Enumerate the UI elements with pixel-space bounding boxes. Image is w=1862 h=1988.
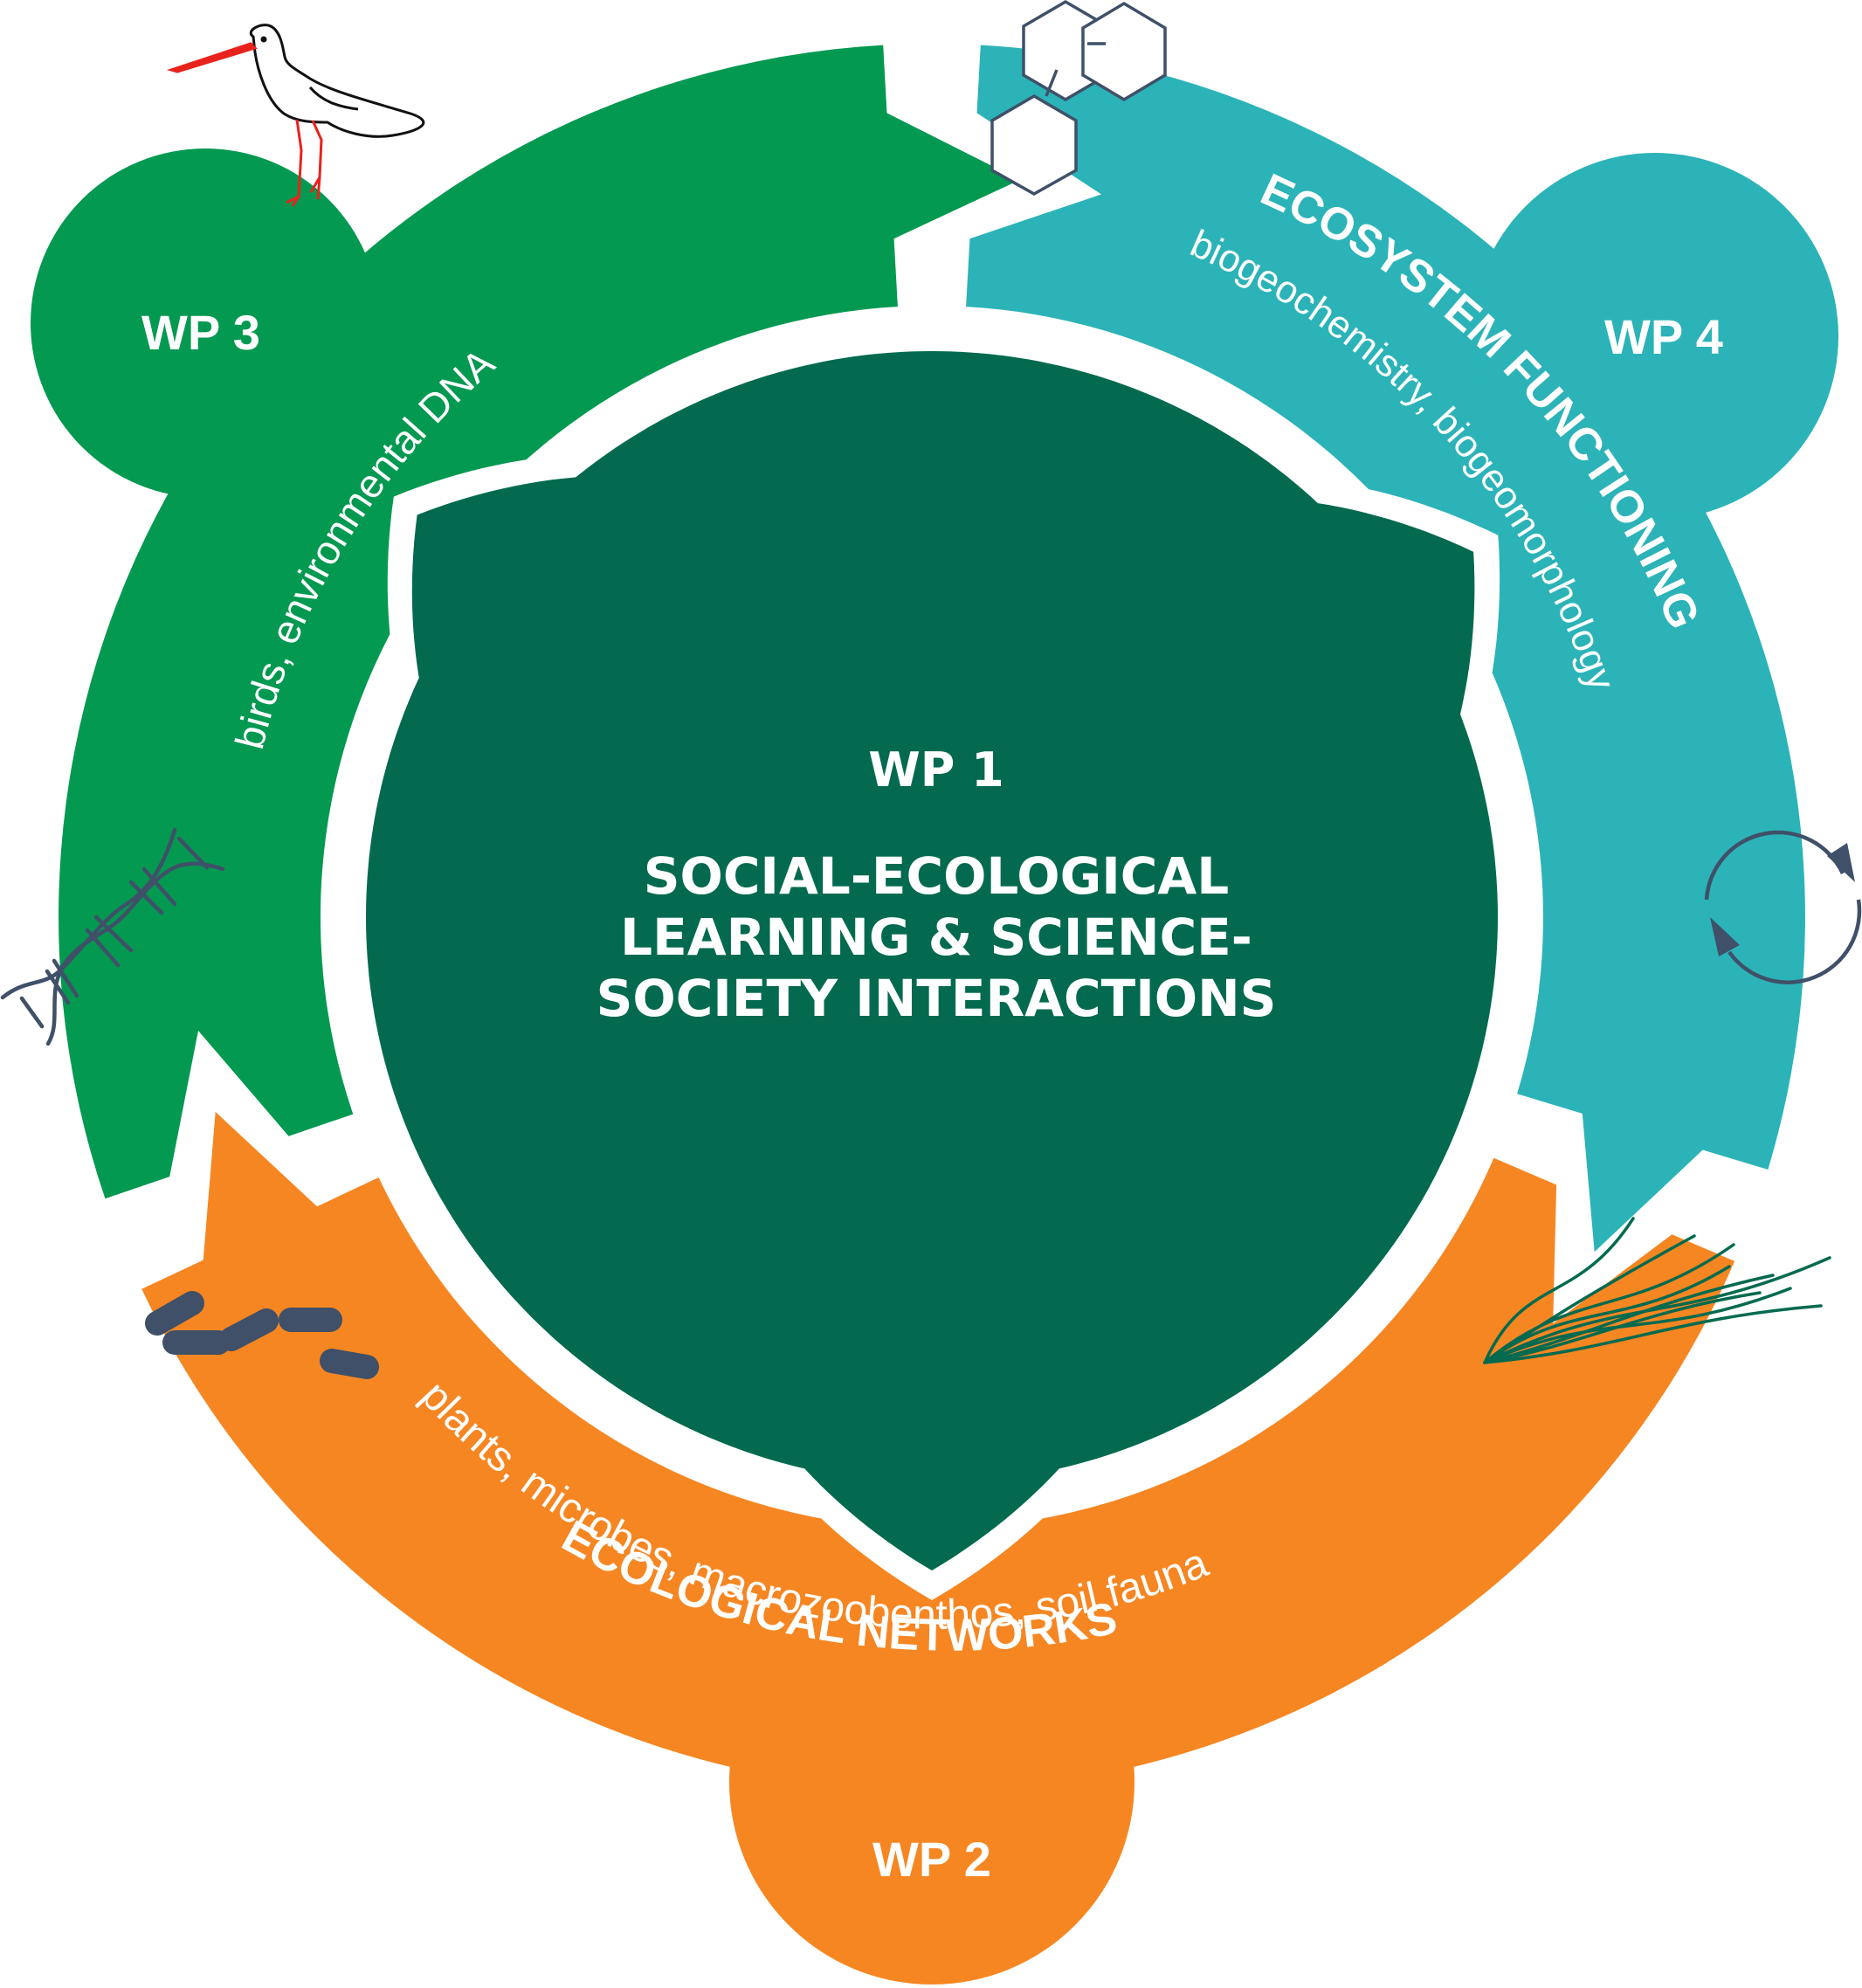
seagrass-icon xyxy=(1483,1217,1831,1364)
wp1-title-line-2: LEARNING & SCIENCE- xyxy=(620,908,1252,967)
seagrass-blade xyxy=(1483,1291,1762,1364)
bacteria-icon xyxy=(145,1291,379,1379)
wp1-title-line-1: SOCIAL-ECOLOGICAL xyxy=(644,846,1229,906)
wp1-label: WP 1 xyxy=(868,742,1004,797)
seagrass-blade xyxy=(1483,1274,1775,1364)
wp2-bump xyxy=(729,1579,1134,1985)
wp1-circle xyxy=(366,351,1498,1570)
seagrass-blade xyxy=(1483,1304,1823,1364)
wp3-bump xyxy=(31,148,380,498)
wp4-label: WP 4 xyxy=(1604,309,1723,364)
cycle-arrows-icon xyxy=(1704,830,1862,984)
wp4-band xyxy=(966,45,1805,1253)
molecule-icon xyxy=(990,0,1167,197)
seagrass-blade xyxy=(1483,1243,1735,1364)
wp1-center[interactable]: WP 1 SOCIAL-ECOLOGICAL LEARNING & SCIENC… xyxy=(345,330,1519,1600)
wp1-title-line-3: SOCIETY INTERACTIONS xyxy=(597,969,1277,1028)
seagrass-blade xyxy=(1483,1287,1792,1364)
wp3-label: WP 3 xyxy=(141,305,260,360)
seagrass-blade xyxy=(1483,1217,1635,1364)
seagrass-blade xyxy=(1483,1256,1831,1364)
wp2-label: WP 2 xyxy=(872,1832,991,1887)
wp4-bump xyxy=(1472,153,1838,520)
wp2-band xyxy=(141,1111,1735,1791)
wp3-segment[interactable]: WP 3 birds, environmental DNA xyxy=(31,45,1020,1199)
dna-icon xyxy=(0,827,225,1046)
bird-icon xyxy=(166,24,425,207)
seagrass-blade xyxy=(1483,1265,1731,1364)
